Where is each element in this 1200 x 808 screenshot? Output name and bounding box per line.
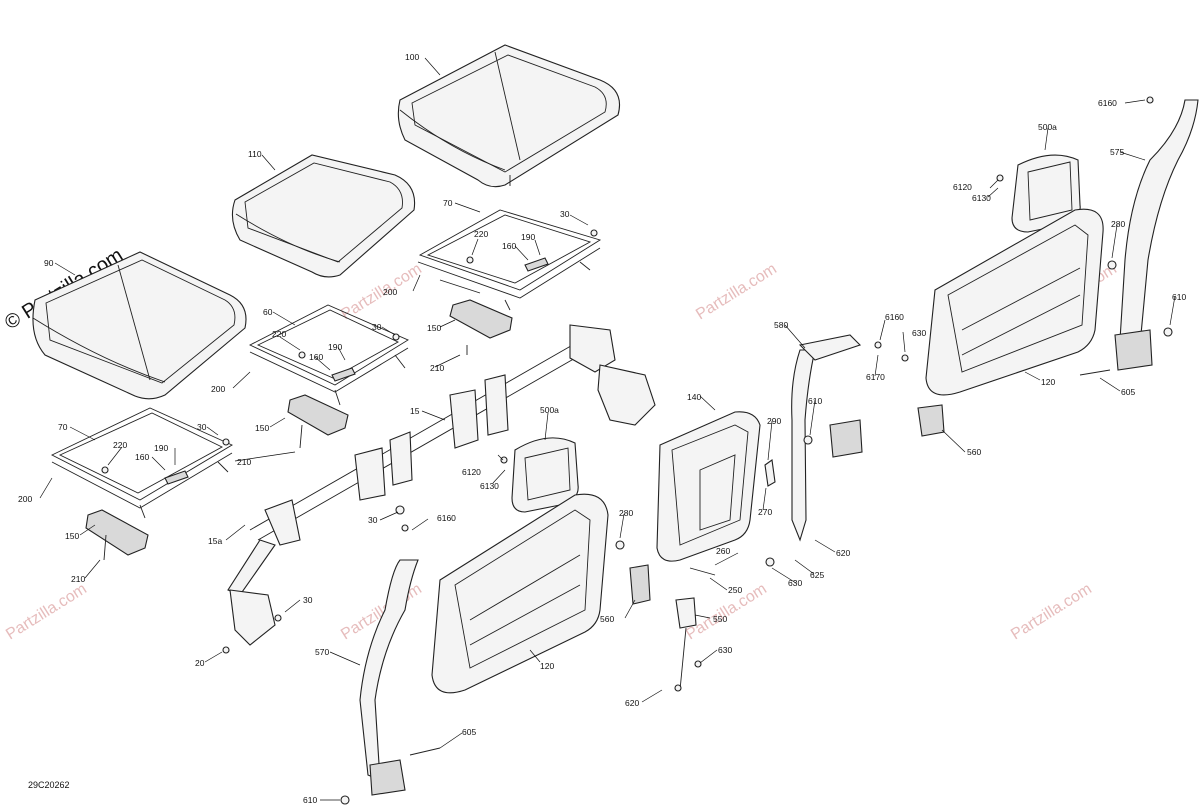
- seat-cushion-90: [32, 251, 247, 400]
- callout-70: 70: [443, 198, 453, 208]
- callout-90: 90: [44, 258, 54, 268]
- callout-30: 30: [368, 515, 378, 525]
- callout-120: 120: [540, 661, 554, 671]
- seat-frame-70-top: [417, 209, 602, 311]
- callout-200: 200: [211, 384, 225, 394]
- seat-back-120-center: [431, 493, 609, 694]
- watermark: Partzilla.com: [693, 260, 780, 323]
- callout-160: 160: [502, 241, 516, 251]
- seat-cushion-110: [231, 154, 416, 278]
- seat-slider-150: [85, 299, 513, 561]
- callout-190: 190: [521, 232, 535, 242]
- callout-200: 200: [18, 494, 32, 504]
- callout-220: 220: [113, 440, 127, 450]
- callout-580: 580: [774, 320, 788, 330]
- callout-6130: 6130: [972, 193, 991, 203]
- callout-6170: 6170: [866, 372, 885, 382]
- callout-630: 630: [912, 328, 926, 338]
- callout-160: 160: [309, 352, 323, 362]
- leader-lines: [39, 57, 1176, 801]
- callout-220: 220: [474, 229, 488, 239]
- callout-190: 190: [154, 443, 168, 453]
- hardware-small: [101, 229, 598, 485]
- callout-30: 30: [197, 422, 207, 432]
- callout-610: 610: [808, 396, 822, 406]
- seat-back-120-right: [925, 208, 1104, 396]
- callout-570: 570: [315, 647, 329, 657]
- callout-260: 260: [716, 546, 730, 556]
- seat-frame-70-left: [50, 407, 233, 519]
- callout-270: 270: [758, 507, 772, 517]
- callout-60: 60: [263, 307, 273, 317]
- callout-160: 160: [135, 452, 149, 462]
- callout-200: 200: [383, 287, 397, 297]
- callout-6160: 6160: [885, 312, 904, 322]
- callout-100: 100: [405, 52, 419, 62]
- callout-290: 290: [767, 416, 781, 426]
- callout-labels: 100 110 90 70 70 60 30 30 30 30 30 220 2…: [18, 52, 1186, 805]
- callout-630: 630: [718, 645, 732, 655]
- callout-15: 15: [410, 406, 420, 416]
- callout-210: 210: [430, 363, 444, 373]
- callout-6130: 6130: [480, 481, 499, 491]
- callout-220: 220: [272, 329, 286, 339]
- callout-15a: 15a: [208, 536, 222, 546]
- watermark: Partzilla.com: [338, 260, 425, 323]
- callout-6120: 6120: [462, 467, 481, 477]
- callout-6160: 6160: [1098, 98, 1117, 108]
- callout-150: 150: [65, 531, 79, 541]
- callout-30: 30: [372, 322, 382, 332]
- callout-630: 630: [788, 578, 802, 588]
- callout-605: 605: [462, 727, 476, 737]
- diagram-code: 29C20262: [28, 780, 70, 790]
- callout-6160: 6160: [437, 513, 456, 523]
- callout-120: 120: [1041, 377, 1055, 387]
- callout-70: 70: [58, 422, 68, 432]
- callout-280: 280: [1111, 219, 1125, 229]
- callout-560: 560: [600, 614, 614, 624]
- base-frame-15: [222, 324, 656, 654]
- callout-150: 150: [255, 423, 269, 433]
- callout-605: 605: [1121, 387, 1135, 397]
- buckle-560: [629, 404, 945, 692]
- callout-620: 620: [836, 548, 850, 558]
- callout-110: 110: [248, 149, 262, 159]
- callout-610: 610: [1172, 292, 1186, 302]
- callout-30: 30: [303, 595, 313, 605]
- callout-560: 560: [967, 447, 981, 457]
- callout-625: 625: [810, 570, 824, 580]
- callout-140: 140: [687, 392, 701, 402]
- callout-550: 550: [713, 614, 727, 624]
- callout-210: 210: [237, 457, 251, 467]
- callout-280: 280: [619, 508, 633, 518]
- seat-cushion-100: [397, 44, 621, 188]
- callout-500a: 500a: [1038, 122, 1057, 132]
- console-140: [656, 411, 776, 562]
- watermark: Partzilla.com: [3, 580, 90, 643]
- callout-190: 190: [328, 342, 342, 352]
- seatbelt-580: [765, 334, 863, 567]
- seat-frame-60: [248, 304, 409, 406]
- callout-500a: 500a: [540, 405, 559, 415]
- callout-250: 250: [728, 585, 742, 595]
- callout-210: 210: [71, 574, 85, 584]
- callout-575: 575: [1110, 147, 1124, 157]
- callout-620: 620: [625, 698, 639, 708]
- watermark: Partzilla.com: [1008, 580, 1095, 643]
- seatbelt-575: [1114, 99, 1199, 371]
- hardware-belts: [401, 96, 1154, 756]
- callout-150: 150: [427, 323, 441, 333]
- callout-30: 30: [560, 209, 570, 219]
- callout-20: 20: [195, 658, 205, 668]
- callout-6120: 6120: [953, 182, 972, 192]
- seatbelt-570: [340, 559, 419, 805]
- callout-610: 610: [303, 795, 317, 805]
